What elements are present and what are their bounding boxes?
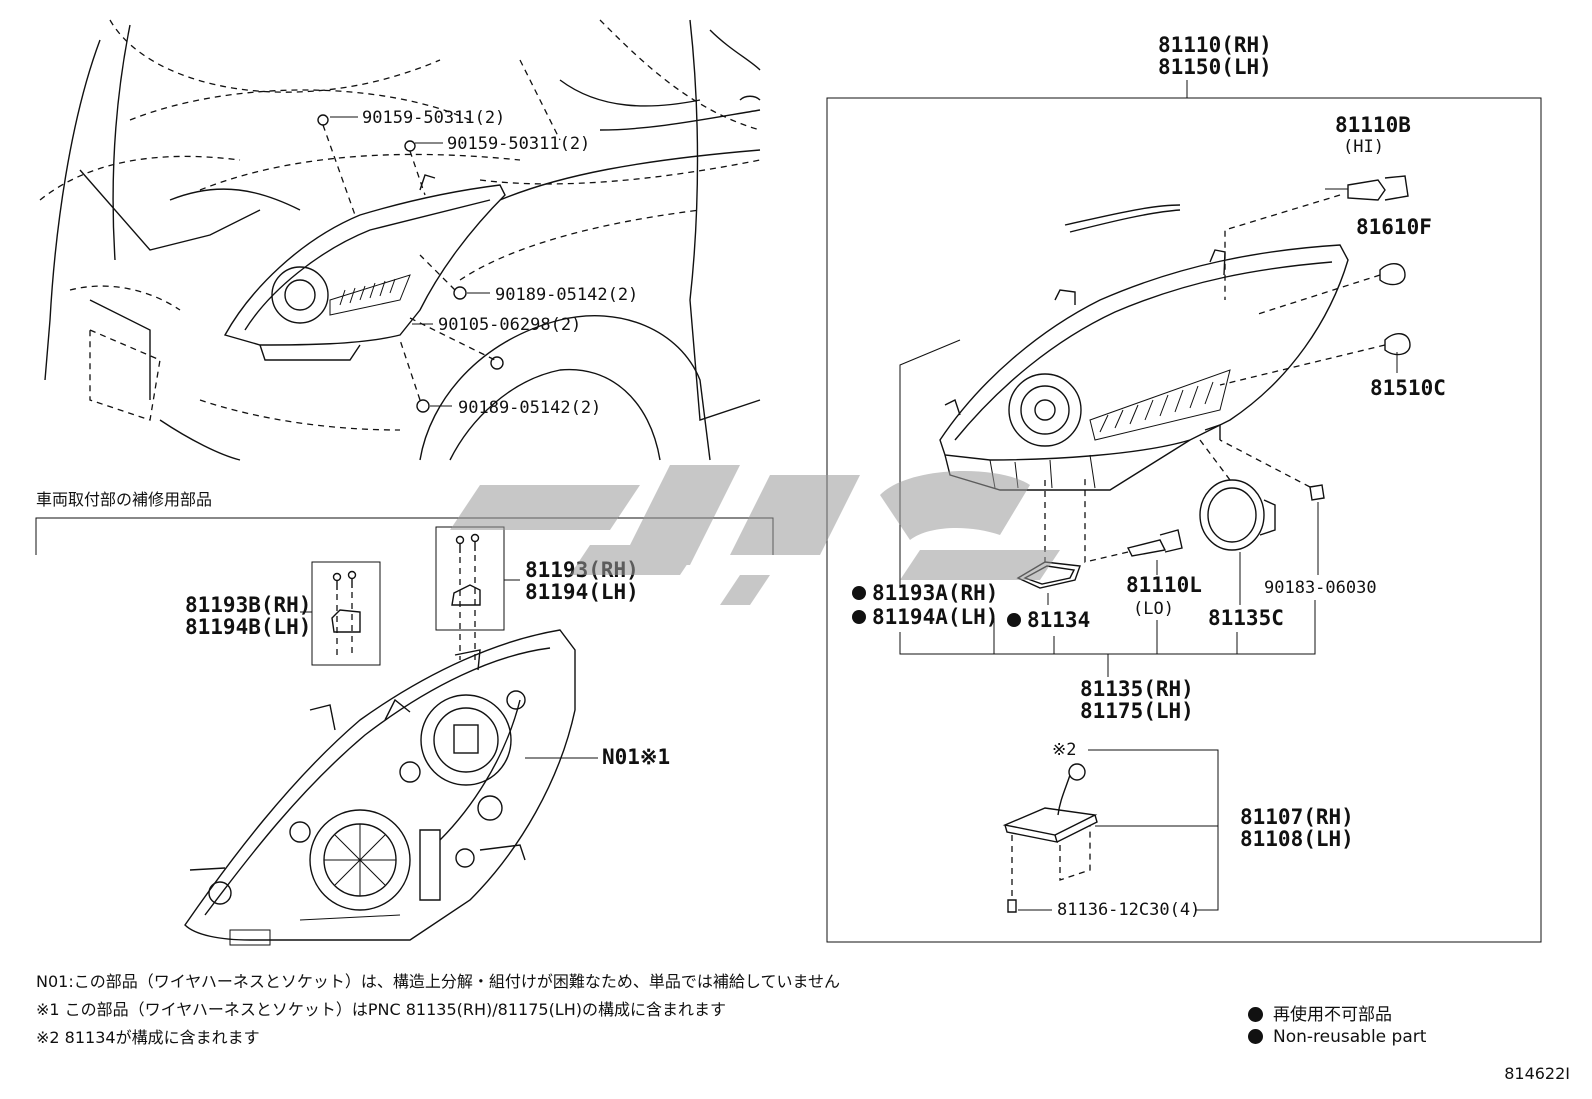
legend-dot-icon <box>1248 1029 1263 1044</box>
callout-90189-a: 90189-05142(2) <box>495 285 638 305</box>
legend-en: Non-reusable part <box>1248 1027 1426 1047</box>
label-81194a: 81194A(LH) <box>872 605 998 629</box>
ballast-drawing <box>1002 763 1098 913</box>
label-81136: 81136-12C30(4) <box>1057 900 1200 920</box>
diagram-code: 814622I <box>1504 1064 1570 1083</box>
bracket-b-box <box>311 561 381 666</box>
callout-90105: 90105-06298(2) <box>438 315 581 335</box>
non-reusable-marker-81134 <box>1007 613 1021 627</box>
bracket-b-drawing <box>331 570 361 655</box>
label-81194b: 81194B(LH) <box>185 615 311 639</box>
legend-en-text: Non-reusable part <box>1273 1027 1427 1047</box>
non-reusable-marker-81193a <box>852 586 866 600</box>
label-81135c: 81135C <box>1208 606 1284 630</box>
label-81510c: 81510C <box>1370 376 1446 400</box>
label-81134: 81134 <box>1027 608 1090 632</box>
legend-dot-icon <box>1248 1007 1263 1022</box>
legend-jp-text: 再使用不可部品 <box>1273 1005 1392 1025</box>
label-81108: 81108(LH) <box>1240 827 1354 851</box>
callout-90189-b: 90189-05142(2) <box>458 398 601 418</box>
label-81175: 81175(LH) <box>1080 699 1194 723</box>
note-1: ※1 この部品（ワイヤハーネスとソケット）はPNC 81135(RH)/8117… <box>36 1000 726 1019</box>
callout-90159-b: 90159-50311(2) <box>447 134 590 154</box>
label-lo: (LO) <box>1133 599 1174 619</box>
label-81193b: 81193B(RH) <box>185 593 311 617</box>
label-81110b: 81110B <box>1335 113 1411 137</box>
label-90183: 90183-06030 <box>1264 578 1377 598</box>
ballast-bracket <box>1088 749 1219 911</box>
label-81135: 81135(RH) <box>1080 677 1194 701</box>
label-81110l: 81110L <box>1126 573 1202 597</box>
note-2: ※2 81134が構成に含まれます <box>36 1028 260 1047</box>
watermark-logo <box>450 465 1060 605</box>
vehicle-front-drawing <box>39 19 761 461</box>
bracket-drawing <box>451 533 481 660</box>
label-81194: 81194(LH) <box>525 580 639 604</box>
label-81193a: 81193A(RH) <box>872 581 998 605</box>
label-note2-mark: ※2 <box>1052 740 1076 760</box>
note-n01: N01:この部品（ワイヤハーネスとソケット）は、構造上分解・組付けが困難なため、… <box>36 972 840 991</box>
label-harness-n01: N01※1 <box>602 745 670 769</box>
headlamp-rear-drawing <box>184 629 576 946</box>
label-assembly-rh: 81110(RH) <box>1158 33 1272 57</box>
headlamp-assembly-drawing <box>939 175 1411 589</box>
label-hi: (HI) <box>1343 137 1384 157</box>
label-assembly-lh: 81150(LH) <box>1158 55 1272 79</box>
callout-90159-a: 90159-50311(2) <box>362 108 505 128</box>
legend-jp: 再使用不可部品 <box>1248 1000 1392 1025</box>
label-81610f: 81610F <box>1356 215 1432 239</box>
non-reusable-marker-81194a <box>852 610 866 624</box>
label-81107: 81107(RH) <box>1240 805 1354 829</box>
service-parts-heading: 車両取付部の補修用部品 <box>36 490 212 509</box>
